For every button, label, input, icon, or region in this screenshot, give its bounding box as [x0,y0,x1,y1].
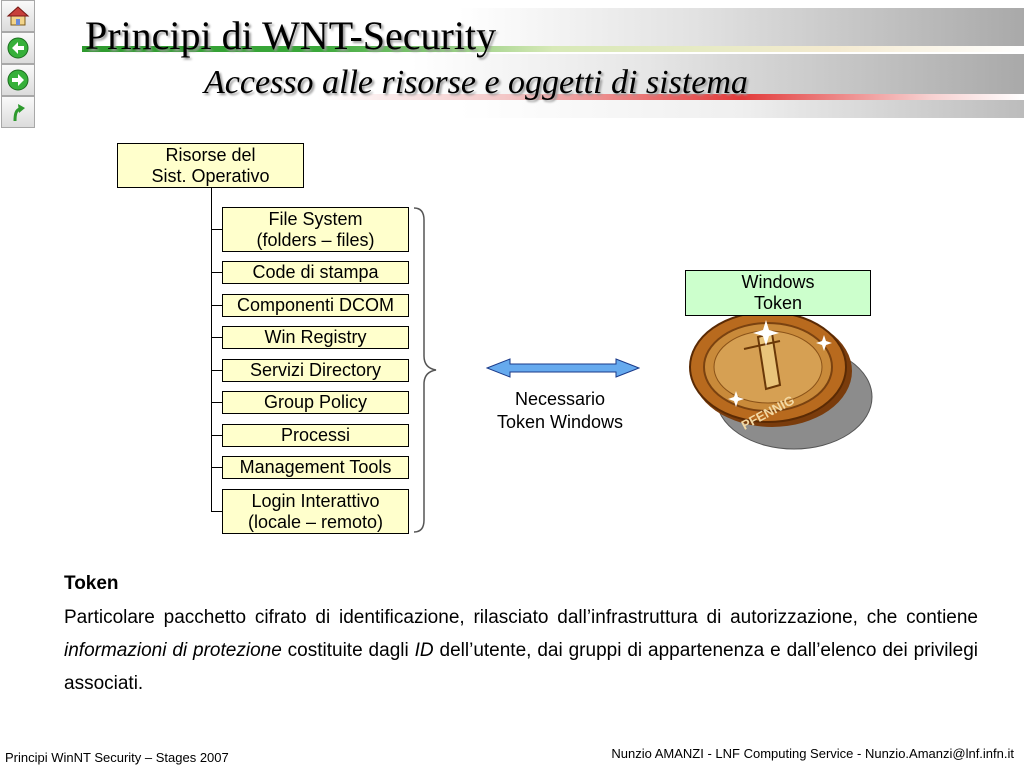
token-box-line1: Windows [741,272,815,292]
resource-item-directory: Servizi Directory [222,359,409,382]
root-box-line2: Sist. Operativo [151,165,270,186]
forward-button[interactable] [1,64,35,96]
tree-connector [211,305,223,306]
token-box-line2: Token [753,293,803,313]
item-label: Componenti DCOM [236,295,395,315]
resource-item-processes: Processi [222,424,409,447]
resource-item-group-policy: Group Policy [222,391,409,414]
definition-text-1: Particolare pacchetto cifrato di identif… [64,607,978,628]
item-label: Processi [280,425,351,445]
windows-token-box: Windows Token [685,270,871,316]
resource-item-management-tools: Management Tools [222,456,409,479]
forward-arrow-icon [7,69,29,91]
tree-connector [211,272,223,273]
item-sublabel: (locale – remoto) [247,511,384,532]
item-label: File System [268,208,363,229]
slide-navigation [1,0,35,128]
definition-emphasis-1: informazioni di protezione [64,640,282,661]
item-label: Login Interattivo [251,490,380,511]
footer-right: Nunzio AMANZI - LNF Computing Service - … [611,746,1014,761]
definition-emphasis-2: ID [414,640,434,661]
red-stripe [82,94,1024,100]
item-label: Code di stampa [252,262,379,282]
item-sublabel: (folders – files) [256,229,375,250]
definition-text-3: dell’utente, dai gruppi di appartenenza … [64,640,978,694]
slide-title: Principi di WNT-Security [85,13,497,58]
tree-connector [211,402,223,403]
item-label: Group Policy [263,392,368,412]
slide-subtitle: Accesso alle risorse e oggetti di sistem… [204,64,748,101]
lower-bar [82,100,1024,118]
resource-item-interactive-login: Login Interattivo (locale – remoto) [222,489,409,534]
back-arrow-icon [7,37,29,59]
double-arrow-icon [486,358,640,378]
definition-text-2: costituite dagli [281,640,415,661]
token-heading: Token [64,573,119,594]
tree-connector [211,370,223,371]
arrow-caption: Necessario Token Windows [480,388,640,434]
home-icon [6,6,30,26]
tree-connector [211,229,223,230]
resource-item-file-system: File System (folders – files) [222,207,409,252]
tree-trunk-line [211,188,212,512]
tree-connector [211,511,223,512]
tree-connector [211,435,223,436]
title-bar [82,8,1024,46]
item-label: Win Registry [264,327,367,347]
tree-connector [211,467,223,468]
back-button[interactable] [1,32,35,64]
item-label: Management Tools [239,457,392,477]
home-button[interactable] [1,0,35,32]
arrow-caption-line1: Necessario [514,389,606,409]
subtitle-bar [82,54,1024,94]
resource-item-print-queue: Code di stampa [222,261,409,284]
token-definition: Particolare pacchetto cifrato di identif… [64,601,978,700]
footer-left: Principi WinNT Security – Stages 2007 [5,750,229,765]
resource-item-dcom: Componenti DCOM [222,294,409,317]
item-label: Servizi Directory [249,360,382,380]
root-box-line1: Risorse del [165,144,256,165]
arrow-caption-line2: Token Windows [496,412,624,432]
right-curly-brace [413,207,437,533]
root-box: Risorse del Sist. Operativo [117,143,304,188]
return-button[interactable] [1,96,35,128]
resource-item-registry: Win Registry [222,326,409,349]
tree-connector [211,337,223,338]
green-stripe [82,46,1024,52]
return-arrow-icon [13,104,25,122]
coin-token-icon: PFENNIG [689,311,873,450]
